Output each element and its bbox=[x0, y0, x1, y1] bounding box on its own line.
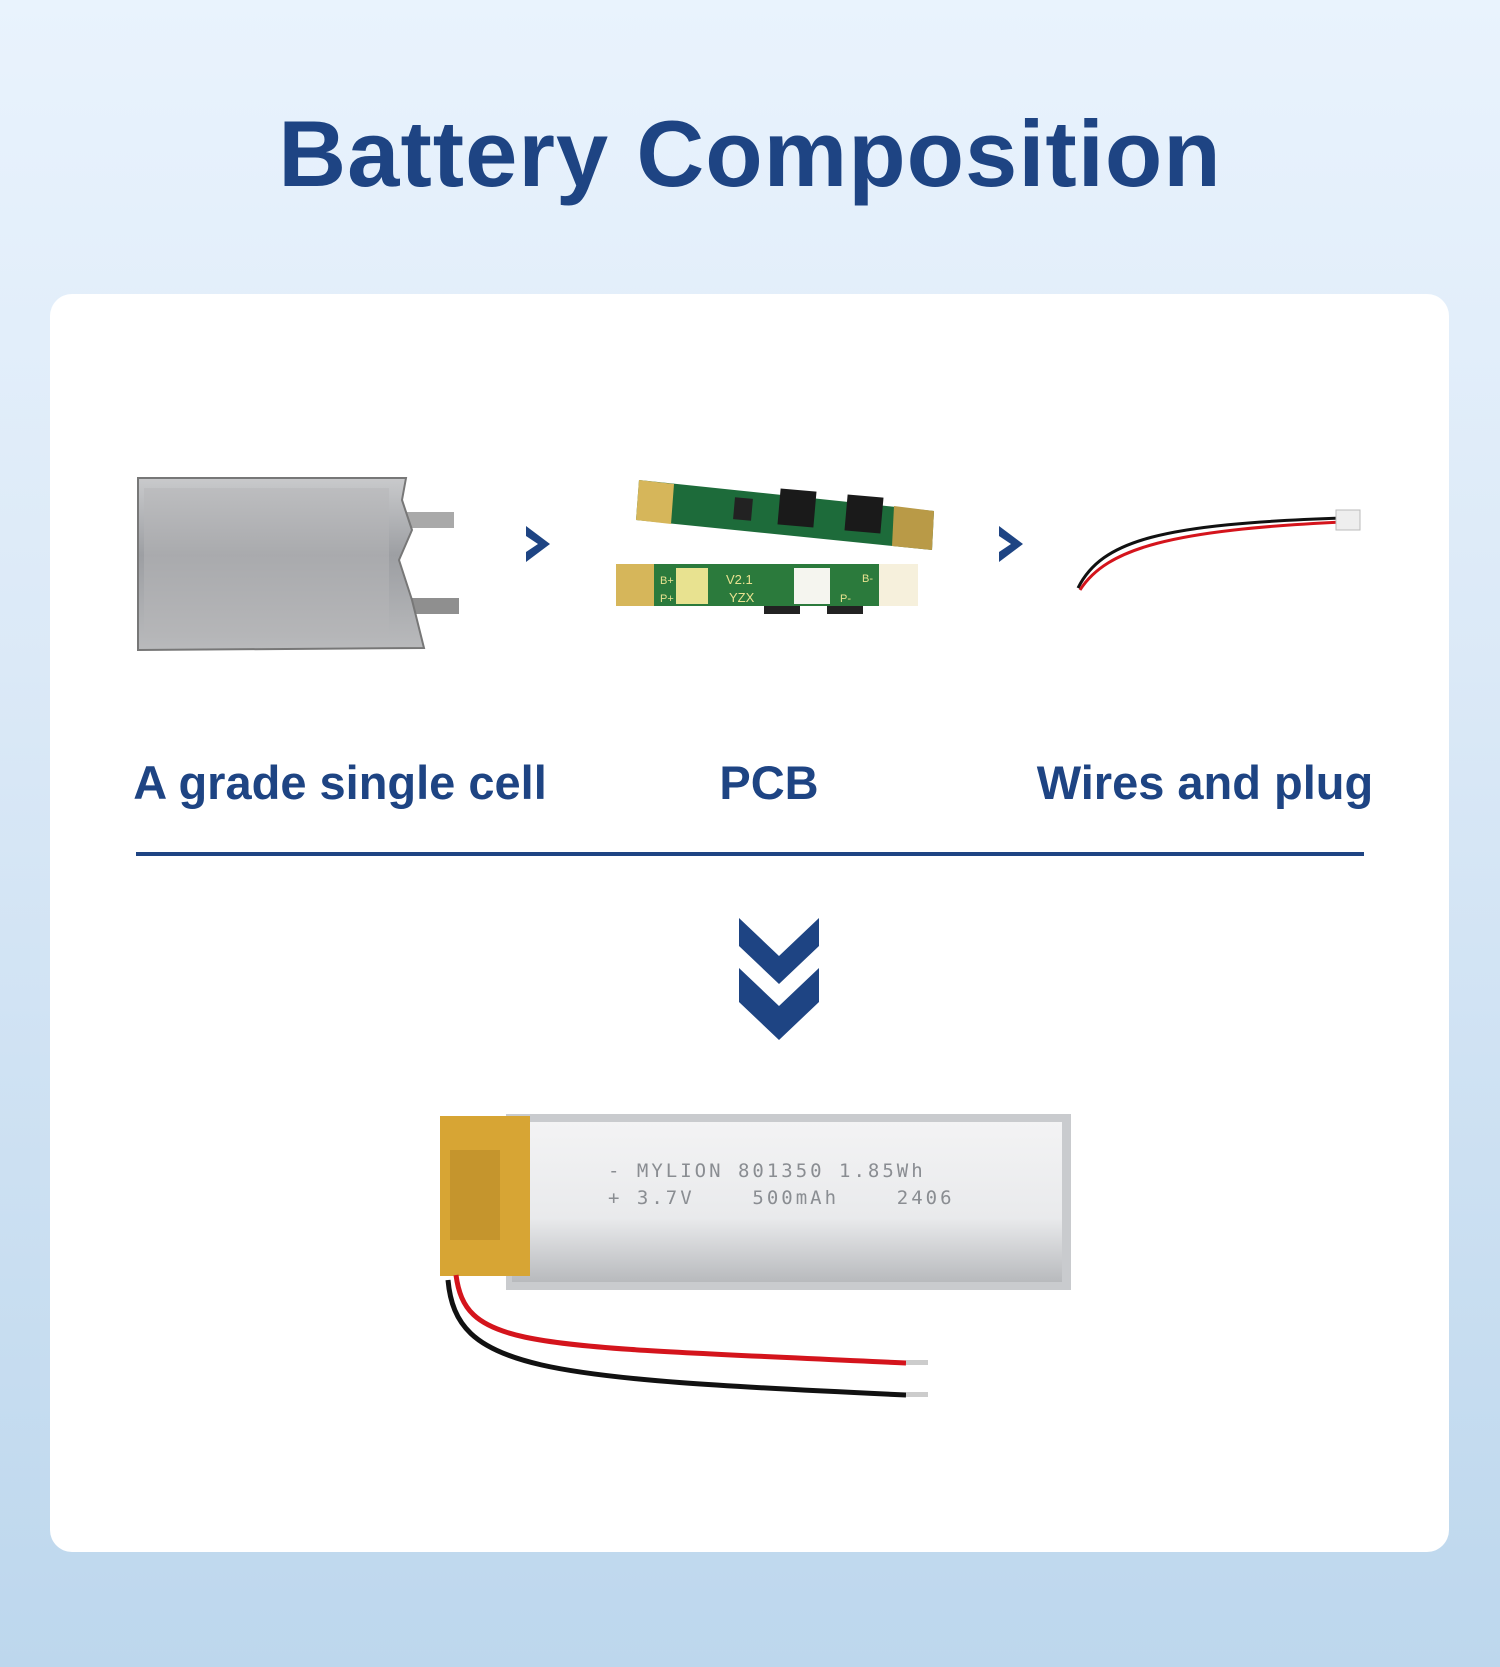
wires-plug-image bbox=[1076, 509, 1361, 591]
chevron-right-icon bbox=[526, 526, 550, 562]
component-label-pcb: PCB bbox=[719, 756, 819, 809]
page-title: Battery Composition bbox=[278, 101, 1222, 206]
pcb-marking-version: V2.1 bbox=[726, 572, 753, 587]
battery-cell-image bbox=[137, 477, 459, 652]
pcb-image: B+ P+ V2.1 YZX P- B- bbox=[616, 480, 934, 614]
component-label-cell: A grade single cell bbox=[133, 756, 547, 809]
pcb-marking-p-minus: P- bbox=[840, 593, 851, 605]
chevron-right-icon bbox=[999, 526, 1023, 562]
pcb-marking-p-plus: P+ bbox=[660, 593, 674, 605]
pcb-marking-b-plus: B+ bbox=[660, 575, 674, 587]
divider bbox=[136, 852, 1364, 856]
pcb-marking-maker: YZX bbox=[729, 590, 755, 605]
pcb-marking-b-minus: B- bbox=[862, 573, 873, 585]
double-chevron-down-icon bbox=[739, 918, 819, 1040]
assembled-battery-image: - MYLION 801350 1.85Wh + 3.7V 500mAh 240… bbox=[440, 1114, 1071, 1398]
component-label-wires: Wires and plug bbox=[1036, 756, 1374, 809]
battery-label-line2: + 3.7V 500mAh 2406 bbox=[608, 1187, 955, 1209]
battery-label-line1: - MYLION 801350 1.85Wh bbox=[608, 1160, 926, 1182]
